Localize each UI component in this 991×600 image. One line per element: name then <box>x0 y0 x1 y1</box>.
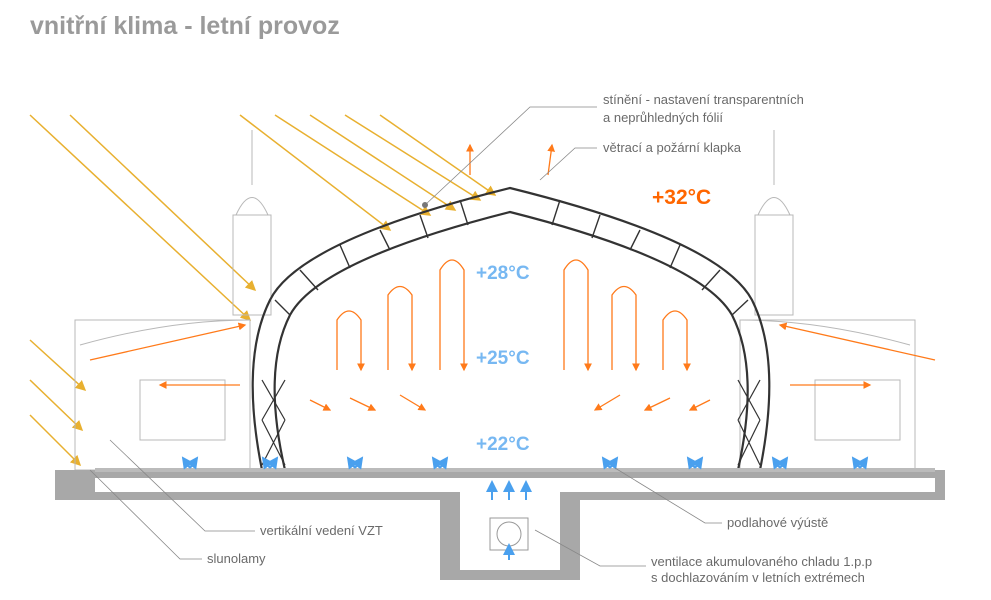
side-buildings <box>74 130 916 471</box>
outside-temperature: +32°C <box>652 186 711 209</box>
temperature-middle: +25°C <box>476 348 530 369</box>
diagram-title: vnitřní klima - letní provoz <box>30 12 340 40</box>
arch-truss <box>251 186 771 471</box>
label-sun-louvers: slunolamy <box>207 551 266 566</box>
temperature-top: +28°C <box>476 263 530 284</box>
label-vent-flap: větrací a požární klapka <box>603 140 742 155</box>
label-ventilation-1: ventilace akumulovaného chladu 1.p.p <box>651 554 872 569</box>
sun-rays <box>29 114 497 467</box>
leader-lines <box>89 106 722 567</box>
temperature-bottom: +22°C <box>476 434 530 455</box>
label-shading-1: stínění - nastavení transparentních <box>603 92 804 107</box>
warm-air-loops <box>89 143 936 411</box>
foundation <box>55 468 945 580</box>
leader-dot <box>422 202 428 208</box>
label-floor-outlets: podlahové výústě <box>727 515 828 530</box>
label-ventilation-2: s dochlazováním v letních extrémech <box>651 570 865 585</box>
label-vertical-duct: vertikální vedení VZT <box>260 523 383 538</box>
label-shading-2: a neprůhledných fólií <box>603 110 723 125</box>
cool-air-arrows <box>181 456 869 560</box>
